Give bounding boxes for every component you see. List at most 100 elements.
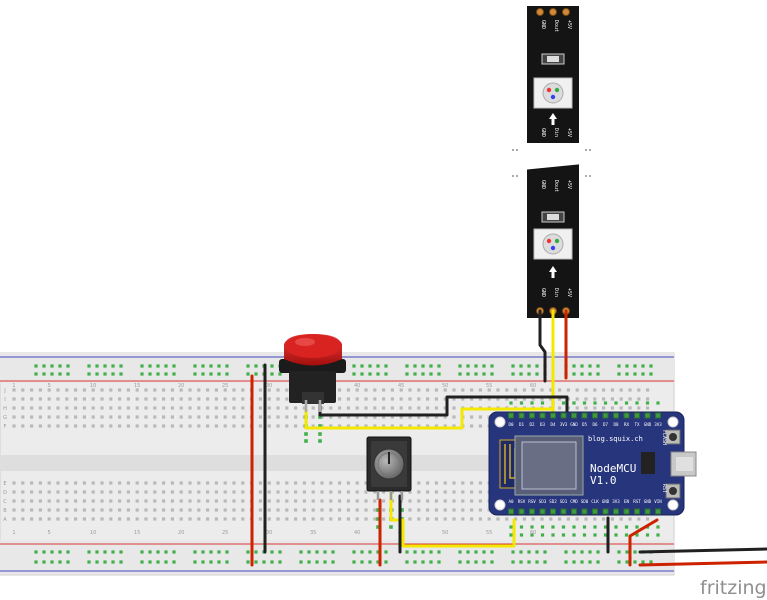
breadboard-hole [118, 499, 122, 503]
rail-hole [421, 560, 425, 564]
rail-hole [278, 372, 282, 376]
breadboard-hole [285, 499, 289, 503]
breadboard-hole [91, 424, 95, 428]
breadboard-hole [118, 406, 122, 410]
breadboard-hole [197, 481, 201, 485]
push-button[interactable] [279, 334, 346, 412]
wire-button-gnd[interactable] [318, 395, 569, 417]
rail-hole [164, 364, 168, 368]
rail-hole [580, 364, 584, 368]
breadboard-hole [232, 406, 236, 410]
breadboard-hole [47, 508, 51, 512]
breadboard-hole [74, 481, 78, 485]
mounting-hole [494, 499, 506, 511]
breadboard-hole [417, 490, 421, 494]
connected-hole [561, 401, 566, 405]
breadboard-hole [38, 481, 42, 485]
rail-hole [360, 560, 364, 564]
breadboard-hole [135, 397, 139, 401]
button-cap-top [285, 334, 341, 358]
breadboard-hole [135, 499, 139, 503]
breadboard-hole [118, 517, 122, 521]
wire-pot-signal[interactable] [389, 488, 516, 548]
breadboard-hole [241, 397, 245, 401]
rail-hole [413, 550, 417, 554]
rail-hole [596, 372, 600, 376]
rail-hole [474, 372, 478, 376]
breadboard-hole [320, 424, 324, 428]
breadboard-hole [38, 424, 42, 428]
column-number: 25 [222, 530, 228, 536]
breadboard-hole [399, 424, 403, 428]
breadboard-hole [364, 490, 368, 494]
breadboard-hole [47, 490, 51, 494]
breadboard-hole [197, 517, 201, 521]
breadboard-hole [188, 424, 192, 428]
header-pin [508, 508, 514, 515]
wire-mcu-vin[interactable] [628, 518, 659, 567]
connected-hole [318, 432, 322, 436]
breadboard-hole [197, 397, 201, 401]
breadboard-hole [206, 517, 210, 521]
rail-hole [572, 364, 576, 368]
breadboard-hole [373, 388, 377, 392]
rail-hole [421, 364, 425, 368]
breadboard-hole [434, 424, 438, 428]
breadboard-hole [197, 499, 201, 503]
breadboard-hole [91, 508, 95, 512]
breadboard-hole [30, 508, 34, 512]
rail-hole [299, 560, 303, 564]
connected-hole [603, 533, 608, 537]
potentiometer[interactable] [366, 436, 412, 500]
breadboard-hole [144, 508, 148, 512]
breadboard-hole [364, 397, 368, 401]
breadboard-hole [197, 406, 201, 410]
wire-strip-gnd[interactable] [538, 309, 547, 383]
connected-hole [572, 533, 576, 537]
rail-hole [413, 560, 417, 564]
breadboard-hole [214, 397, 218, 401]
pin-label: VIN [654, 499, 662, 504]
breadboard-hole [223, 508, 227, 512]
breadboard-hole [65, 481, 69, 485]
breadboard-hole [294, 415, 298, 419]
breadboard-hole [47, 406, 51, 410]
breadboard-hole [355, 415, 359, 419]
wire-supply-vcc[interactable] [638, 560, 767, 567]
breadboard-hole [109, 499, 113, 503]
breadboard-hole [285, 508, 289, 512]
strip-pin-label: +5V [566, 180, 572, 189]
breadboard-hole [346, 406, 350, 410]
header-pin [550, 508, 556, 515]
breadboard-hole [470, 415, 474, 419]
breadboard-hole [382, 517, 386, 521]
breadboard-hole [452, 499, 456, 503]
breadboard-hole [232, 499, 236, 503]
rail-hole [625, 560, 629, 564]
breadboard-hole [206, 406, 210, 410]
wire-supply-gnd[interactable] [638, 547, 767, 554]
breadboard-hole [452, 508, 456, 512]
rail-hole [511, 364, 515, 368]
rail-hole [156, 364, 160, 368]
rail-hole [564, 550, 568, 554]
strip-pin-label: Din [553, 128, 559, 137]
breadboard-hole [417, 517, 421, 521]
breadboard-hole [593, 406, 597, 410]
mounting-hole [494, 416, 506, 428]
rail-hole [270, 372, 274, 376]
rail-hole [458, 550, 462, 554]
breadboard-hole [355, 499, 359, 503]
breadboard-hole [470, 424, 474, 428]
rail-hole [466, 560, 470, 564]
breadboard-hole [258, 508, 262, 512]
breadboard-hole [478, 388, 482, 392]
rail-hole [511, 372, 515, 376]
breadboard-hole [47, 388, 51, 392]
breadboard-hole [522, 397, 526, 401]
breadboard-hole [294, 481, 298, 485]
rail-hole [95, 372, 99, 376]
breadboard-hole [38, 415, 42, 419]
wire-button-signal[interactable] [304, 407, 555, 430]
